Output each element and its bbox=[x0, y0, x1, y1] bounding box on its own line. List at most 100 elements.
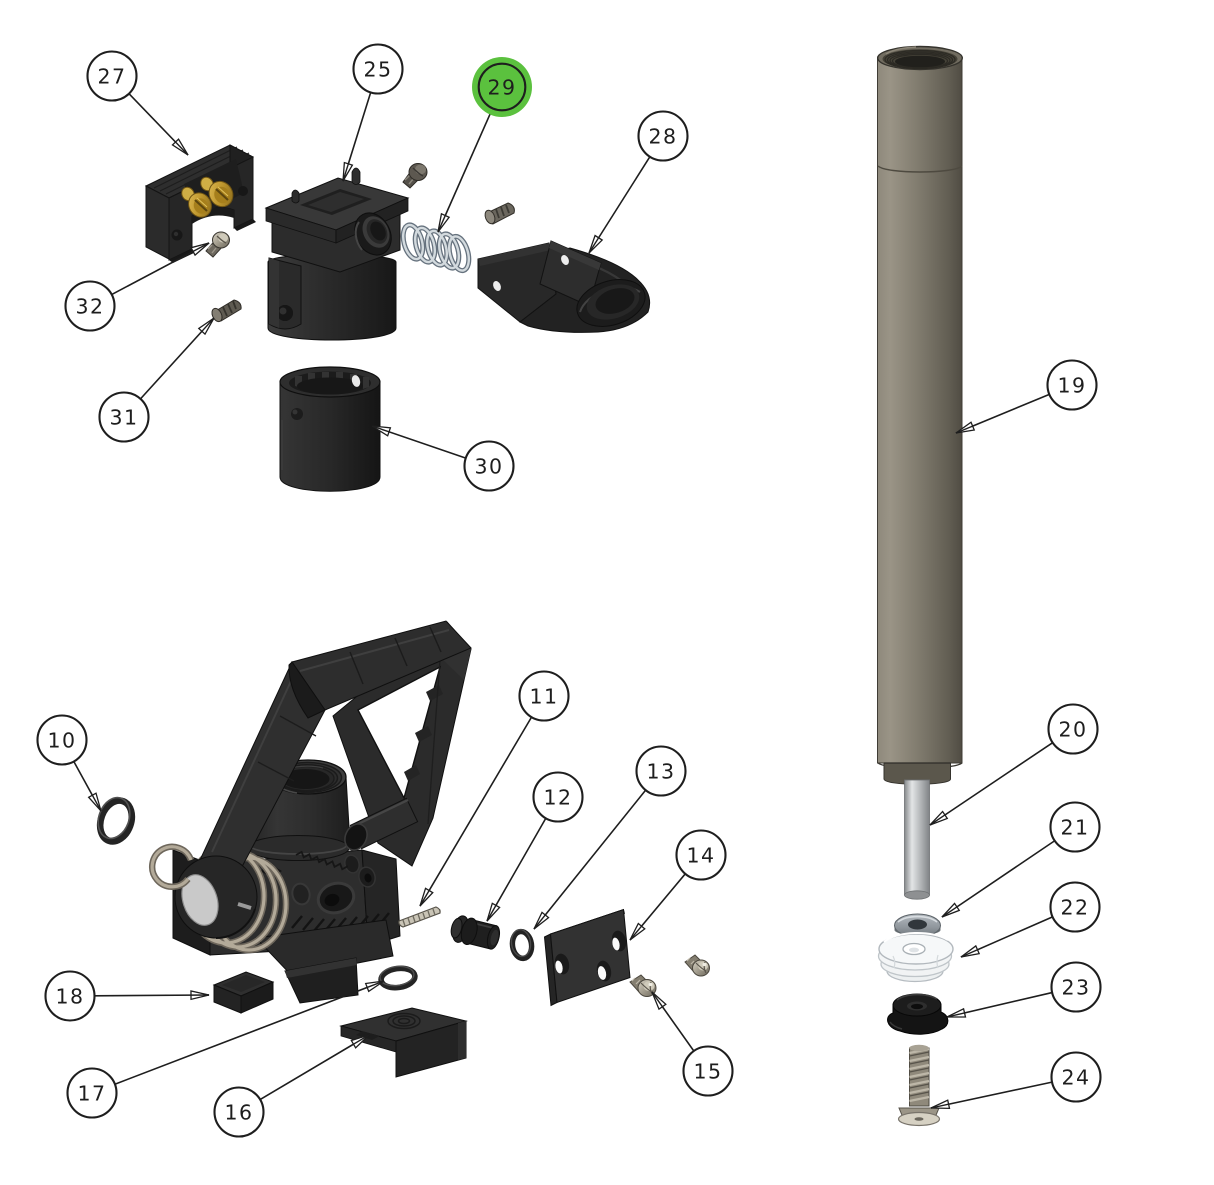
balloon-19[interactable]: 19 bbox=[955, 359, 1098, 434]
balloon-15[interactable]: 15 bbox=[651, 991, 734, 1097]
balloon-number-12: 12 bbox=[543, 786, 572, 810]
balloon-number-11: 11 bbox=[529, 685, 558, 709]
balloon-11[interactable]: 11 bbox=[419, 670, 570, 907]
arrowhead-spine-16 bbox=[353, 1034, 370, 1045]
arrowhead-spine-14 bbox=[629, 925, 643, 941]
leader-line-11 bbox=[419, 716, 533, 907]
balloon-12[interactable]: 12 bbox=[486, 771, 584, 922]
arrowhead-spine-24 bbox=[930, 1103, 949, 1109]
part-31-set-screw bbox=[211, 299, 242, 323]
balloon-number-32: 32 bbox=[75, 295, 104, 319]
balloon-circle-10 bbox=[36, 714, 88, 766]
arrowhead-spine-30 bbox=[371, 425, 390, 433]
part-23-grommet bbox=[887, 993, 949, 1035]
balloon-circle-15 bbox=[682, 1045, 734, 1097]
balloon-circle-12 bbox=[532, 771, 584, 823]
part-22-seal-cup bbox=[877, 931, 954, 983]
part-11-coil-pin bbox=[398, 906, 441, 928]
balloon-circle-13 bbox=[635, 745, 687, 797]
balloon-32[interactable]: 32 bbox=[64, 242, 210, 332]
balloon-number-13: 13 bbox=[646, 760, 675, 784]
balloon-22[interactable]: 22 bbox=[960, 881, 1101, 958]
balloon-18[interactable]: 18 bbox=[44, 970, 210, 1022]
balloon-circle-23 bbox=[1050, 961, 1102, 1013]
arrowhead-spine-15 bbox=[651, 991, 663, 1008]
part-12-check-valve bbox=[450, 915, 501, 950]
leader-line-24 bbox=[930, 1081, 1053, 1109]
balloon-circle-20 bbox=[1047, 703, 1099, 755]
leader-line-17 bbox=[114, 980, 385, 1085]
balloon-number-22: 22 bbox=[1060, 896, 1089, 920]
arrowhead-spine-13 bbox=[533, 914, 546, 930]
balloon-number-10: 10 bbox=[47, 729, 76, 753]
arrowhead-23 bbox=[946, 1007, 967, 1018]
balloon-circle-22 bbox=[1049, 881, 1101, 933]
balloon-25[interactable]: 25 bbox=[342, 43, 404, 182]
balloon-16[interactable]: 16 bbox=[213, 1034, 370, 1138]
arrowhead-spine-25 bbox=[342, 163, 350, 182]
part-24-flat-head-screw bbox=[897, 1044, 941, 1127]
arrowhead-spine-17 bbox=[366, 980, 385, 989]
arrowhead-spine-19 bbox=[955, 425, 973, 434]
arrowhead-spine-23 bbox=[946, 1012, 965, 1018]
balloon-number-21: 21 bbox=[1060, 816, 1089, 840]
part-19-cylinder-tube bbox=[877, 45, 964, 785]
leader-line-20 bbox=[929, 741, 1054, 826]
balloon-number-17: 17 bbox=[77, 1082, 106, 1106]
balloon-circle-16 bbox=[213, 1086, 265, 1138]
part-20-piston-rod bbox=[904, 779, 930, 900]
balloon-13[interactable]: 13 bbox=[533, 745, 687, 930]
balloon-number-15: 15 bbox=[693, 1060, 722, 1084]
balloon-30[interactable]: 30 bbox=[371, 425, 515, 492]
balloon-number-24: 24 bbox=[1061, 1066, 1090, 1090]
arrowhead-spine-12 bbox=[486, 905, 497, 922]
balloon-circle-11 bbox=[518, 670, 570, 722]
balloon-number-19: 19 bbox=[1057, 374, 1086, 398]
balloon-10[interactable]: 10 bbox=[36, 714, 102, 812]
part-27-valve-block bbox=[144, 144, 256, 263]
balloon-circle-31 bbox=[98, 391, 150, 443]
balloon-number-30: 30 bbox=[474, 455, 503, 479]
balloon-circle-18 bbox=[44, 970, 96, 1022]
balloon-24[interactable]: 24 bbox=[930, 1051, 1102, 1110]
balloon-28[interactable]: 28 bbox=[588, 110, 689, 254]
pump-body-assembly bbox=[149, 620, 472, 1004]
balloon-number-25: 25 bbox=[363, 58, 392, 82]
part-18-end-cap bbox=[212, 971, 275, 1014]
balloon-circle-14 bbox=[675, 829, 727, 881]
balloon-14[interactable]: 14 bbox=[629, 829, 727, 941]
balloon-circle-28 bbox=[637, 110, 689, 162]
leader-line-13 bbox=[533, 789, 647, 930]
leader-line-29 bbox=[437, 109, 493, 233]
balloon-number-23: 23 bbox=[1061, 976, 1090, 1000]
arrowhead-spine-32 bbox=[192, 242, 210, 253]
leader-line-16 bbox=[259, 1034, 370, 1101]
arrowhead-spine-20 bbox=[929, 814, 946, 826]
set-screw-upper bbox=[484, 202, 515, 225]
part-28-nozzle-bracket bbox=[477, 240, 651, 333]
part-14-mounting-plate bbox=[543, 908, 631, 1007]
balloon-23[interactable]: 23 bbox=[946, 961, 1102, 1018]
balloon-29[interactable]: 29 bbox=[437, 57, 532, 233]
part-25-pump-head bbox=[264, 167, 410, 341]
balloon-17[interactable]: 17 bbox=[66, 980, 385, 1119]
balloon-31[interactable]: 31 bbox=[98, 317, 215, 443]
arrowhead-spine-21 bbox=[941, 906, 958, 918]
leader-line-18 bbox=[94, 994, 210, 997]
leader-line-21 bbox=[941, 840, 1056, 918]
balloon-20[interactable]: 20 bbox=[929, 703, 1099, 826]
balloon-circle-32 bbox=[64, 280, 116, 332]
leader-line-28 bbox=[588, 156, 651, 254]
part-10-o-ring bbox=[96, 796, 136, 845]
balloon-number-28: 28 bbox=[648, 125, 677, 149]
part-15-tapping-screws bbox=[629, 954, 710, 997]
balloon-number-29: 29 bbox=[487, 76, 516, 100]
part-30-cylinder-sleeve bbox=[279, 366, 381, 492]
balloon-27[interactable]: 27 bbox=[86, 50, 189, 156]
balloon-circle-21 bbox=[1049, 801, 1101, 853]
balloon-circle-29 bbox=[477, 62, 527, 112]
balloon-circle-17 bbox=[66, 1067, 118, 1119]
balloon-21[interactable]: 21 bbox=[941, 801, 1101, 918]
tapping-screw-b bbox=[684, 954, 710, 977]
